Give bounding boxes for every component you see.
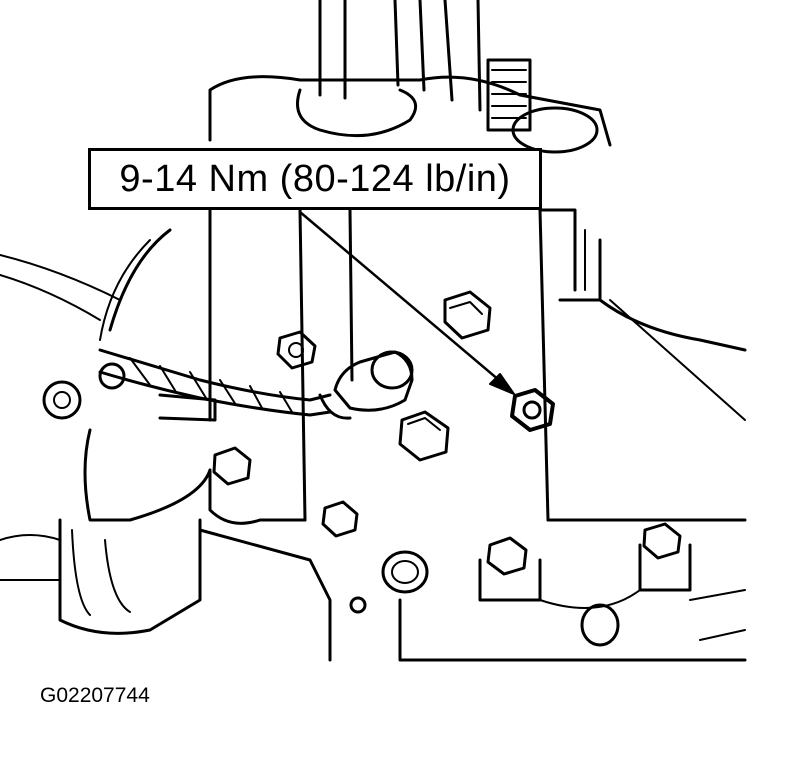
upper-housing <box>208 75 612 302</box>
left-cables <box>0 254 121 321</box>
bolt-lower-right-1 <box>486 536 528 576</box>
bolts <box>212 290 682 576</box>
switch-connector <box>318 350 414 420</box>
bolt-lower-right-2 <box>642 522 682 560</box>
bolt-target <box>510 388 555 432</box>
input-shafts <box>318 0 532 132</box>
bolt-center-left <box>276 330 317 370</box>
brackets <box>42 380 692 602</box>
callout-leader-arrow <box>298 210 515 395</box>
wiring-harness <box>98 228 332 417</box>
figure-id-label: G02207744 <box>40 684 150 707</box>
bolt-center <box>398 410 450 462</box>
case-body <box>208 208 747 522</box>
bolt-lower-left <box>212 446 252 486</box>
bolt-top-right <box>443 290 492 340</box>
lower-case <box>0 428 747 662</box>
torque-callout-box: 9-14 Nm (80-124 lb/in) <box>88 148 542 210</box>
bolt-lower-center <box>321 500 359 538</box>
torque-spec-label: 9-14 Nm (80-124 lb/in) <box>119 157 511 200</box>
